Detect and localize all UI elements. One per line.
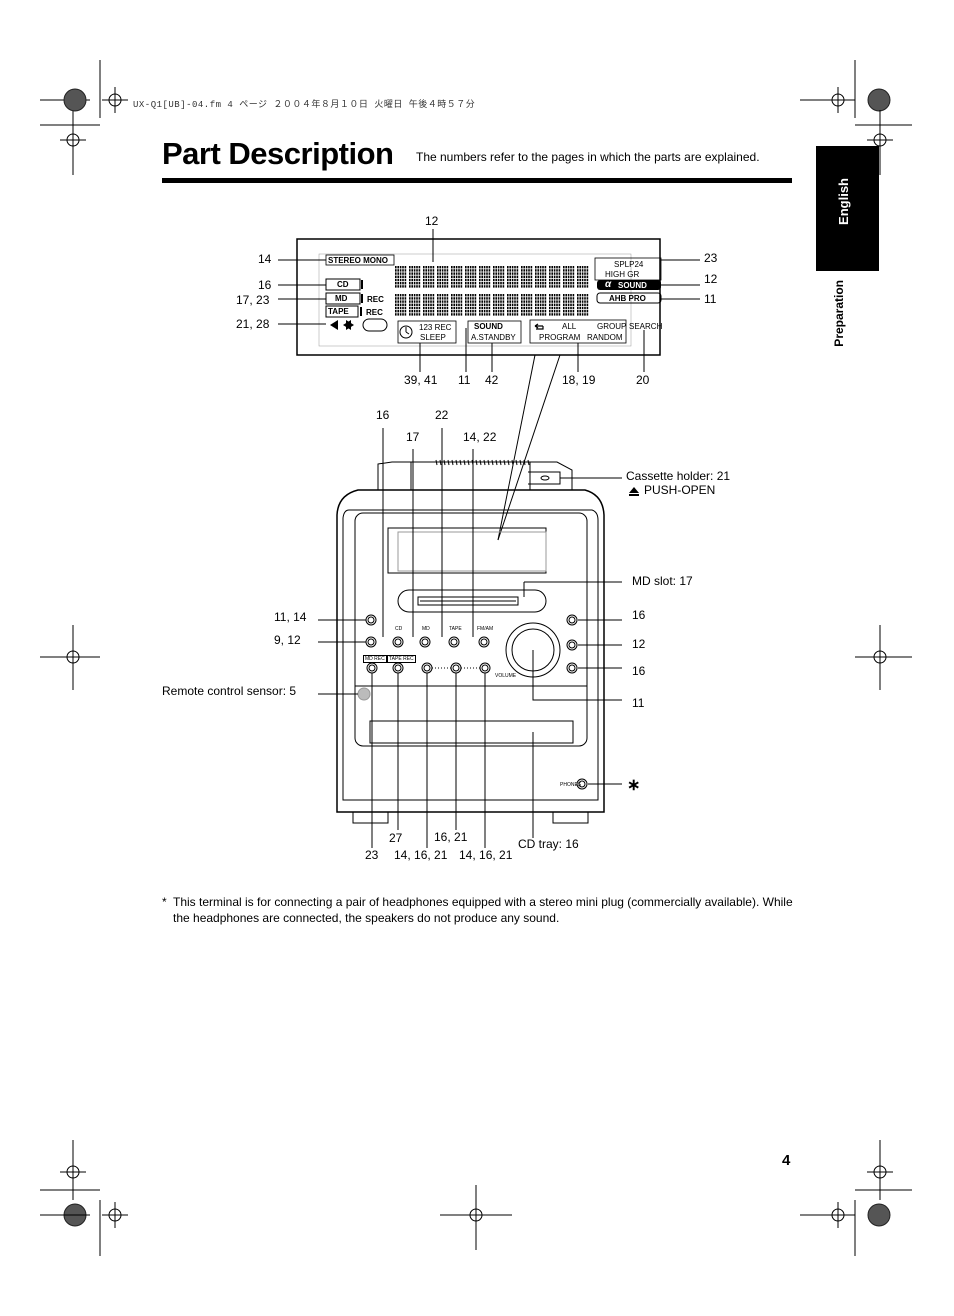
display-md: MD [335, 294, 348, 303]
label-fmam-button: FM/AM [477, 626, 494, 632]
display-search: SEARCH [629, 322, 663, 331]
callout-l11-14: 11, 14 [274, 610, 307, 624]
callout-u17: 17 [406, 430, 420, 444]
footnote-text: This terminal is for connecting a pair o… [173, 895, 793, 925]
crop-mark-icon [40, 60, 128, 175]
display-high-gr: HIGH GR [605, 270, 640, 279]
callout-b27: 27 [389, 831, 403, 845]
footnote-mark: * [162, 895, 167, 909]
callout-23: 23 [704, 251, 718, 265]
display-group: GROUP [597, 322, 627, 331]
display-alpha-sound: SOUND [618, 281, 647, 290]
label-tape-rec: TAPE REC [387, 655, 416, 663]
display-splp: SPLP24 [614, 260, 644, 269]
callout-r16a: 16 [632, 608, 646, 622]
display-stereo-mono: STEREO MONO [328, 256, 389, 265]
label-phones: PHONES [560, 782, 582, 788]
callout-12-right: 12 [704, 272, 718, 286]
callout-l9-12: 9, 12 [274, 633, 301, 647]
label-volume: VOLUME [495, 673, 517, 679]
callout-remote-sensor: Remote control sensor: 5 [162, 684, 297, 698]
display-program: PROGRAM [539, 333, 581, 342]
callout-11-right: 11 [704, 292, 717, 306]
label-tape-button: TAPE [449, 626, 462, 632]
callout-b14-16-21-a: 14, 16, 21 [394, 848, 448, 862]
display-tape: TAPE [328, 307, 349, 316]
callout-b23: 23 [365, 848, 379, 862]
display-sound: SOUND [474, 322, 503, 331]
register-target-icon [63, 88, 87, 112]
callout-14: 14 [258, 252, 272, 266]
callout-20: 20 [636, 373, 650, 387]
callout-16: 16 [258, 278, 272, 292]
callout-21-28: 21, 28 [236, 317, 270, 331]
callout-18-19: 18, 19 [562, 373, 596, 387]
display-random: RANDOM [587, 333, 623, 342]
callout-b16-21: 16, 21 [434, 830, 468, 844]
display-123-rec: 123 REC [419, 323, 452, 332]
callout-star: ∗ [627, 777, 641, 794]
label-md-button: MD [422, 626, 430, 632]
callout-39-41: 39, 41 [404, 373, 438, 387]
callout-11-bottom: 11 [458, 373, 471, 387]
eject-icon [629, 484, 639, 502]
print-header: UX-Q1[UB]-04.fm 4 ページ ２００４年８月１０日 火曜日 午後４… [133, 100, 476, 110]
label-md-rec: MD REC [363, 655, 387, 663]
callout-r16b: 16 [632, 664, 646, 678]
callout-r12: 12 [632, 637, 646, 651]
display-rec-md: REC [367, 295, 384, 304]
callout-u16: 16 [376, 408, 390, 422]
callout-md-slot: MD slot: 17 [632, 574, 693, 588]
display-cd: CD [337, 280, 349, 289]
callout-u14-22: 14, 22 [463, 430, 497, 444]
page-number: 4 [782, 1152, 791, 1169]
display-all: ALL [562, 322, 577, 331]
display-sleep: SLEEP [420, 333, 446, 342]
callout-push-open: PUSH-OPEN [644, 483, 716, 497]
display-rec-tape: REC [366, 308, 383, 317]
display-ahb-pro: AHB PRO [609, 294, 646, 303]
char-segments-bottom [395, 294, 589, 316]
callout-17-23: 17, 23 [236, 293, 270, 307]
callout-b14-16-21-b: 14, 16, 21 [459, 848, 513, 862]
callout-42: 42 [485, 373, 499, 387]
callout-u22: 22 [435, 408, 449, 422]
callout-cassette: Cassette holder: 21 [626, 469, 731, 483]
callout-cd-tray: CD tray: 16 [518, 837, 579, 851]
label-cd-button: CD [395, 626, 403, 632]
callout-12-top: 12 [425, 214, 439, 228]
title-rule [162, 178, 792, 183]
side-tab: English [816, 146, 879, 271]
callout-r11: 11 [632, 696, 645, 710]
page-title: Part Description [162, 136, 394, 171]
alpha-icon: α [605, 279, 612, 290]
char-segments-top [395, 266, 589, 288]
display-a-standby: A.STANDBY [471, 333, 516, 342]
page-subtitle: The numbers refer to the pages in which … [416, 150, 760, 164]
